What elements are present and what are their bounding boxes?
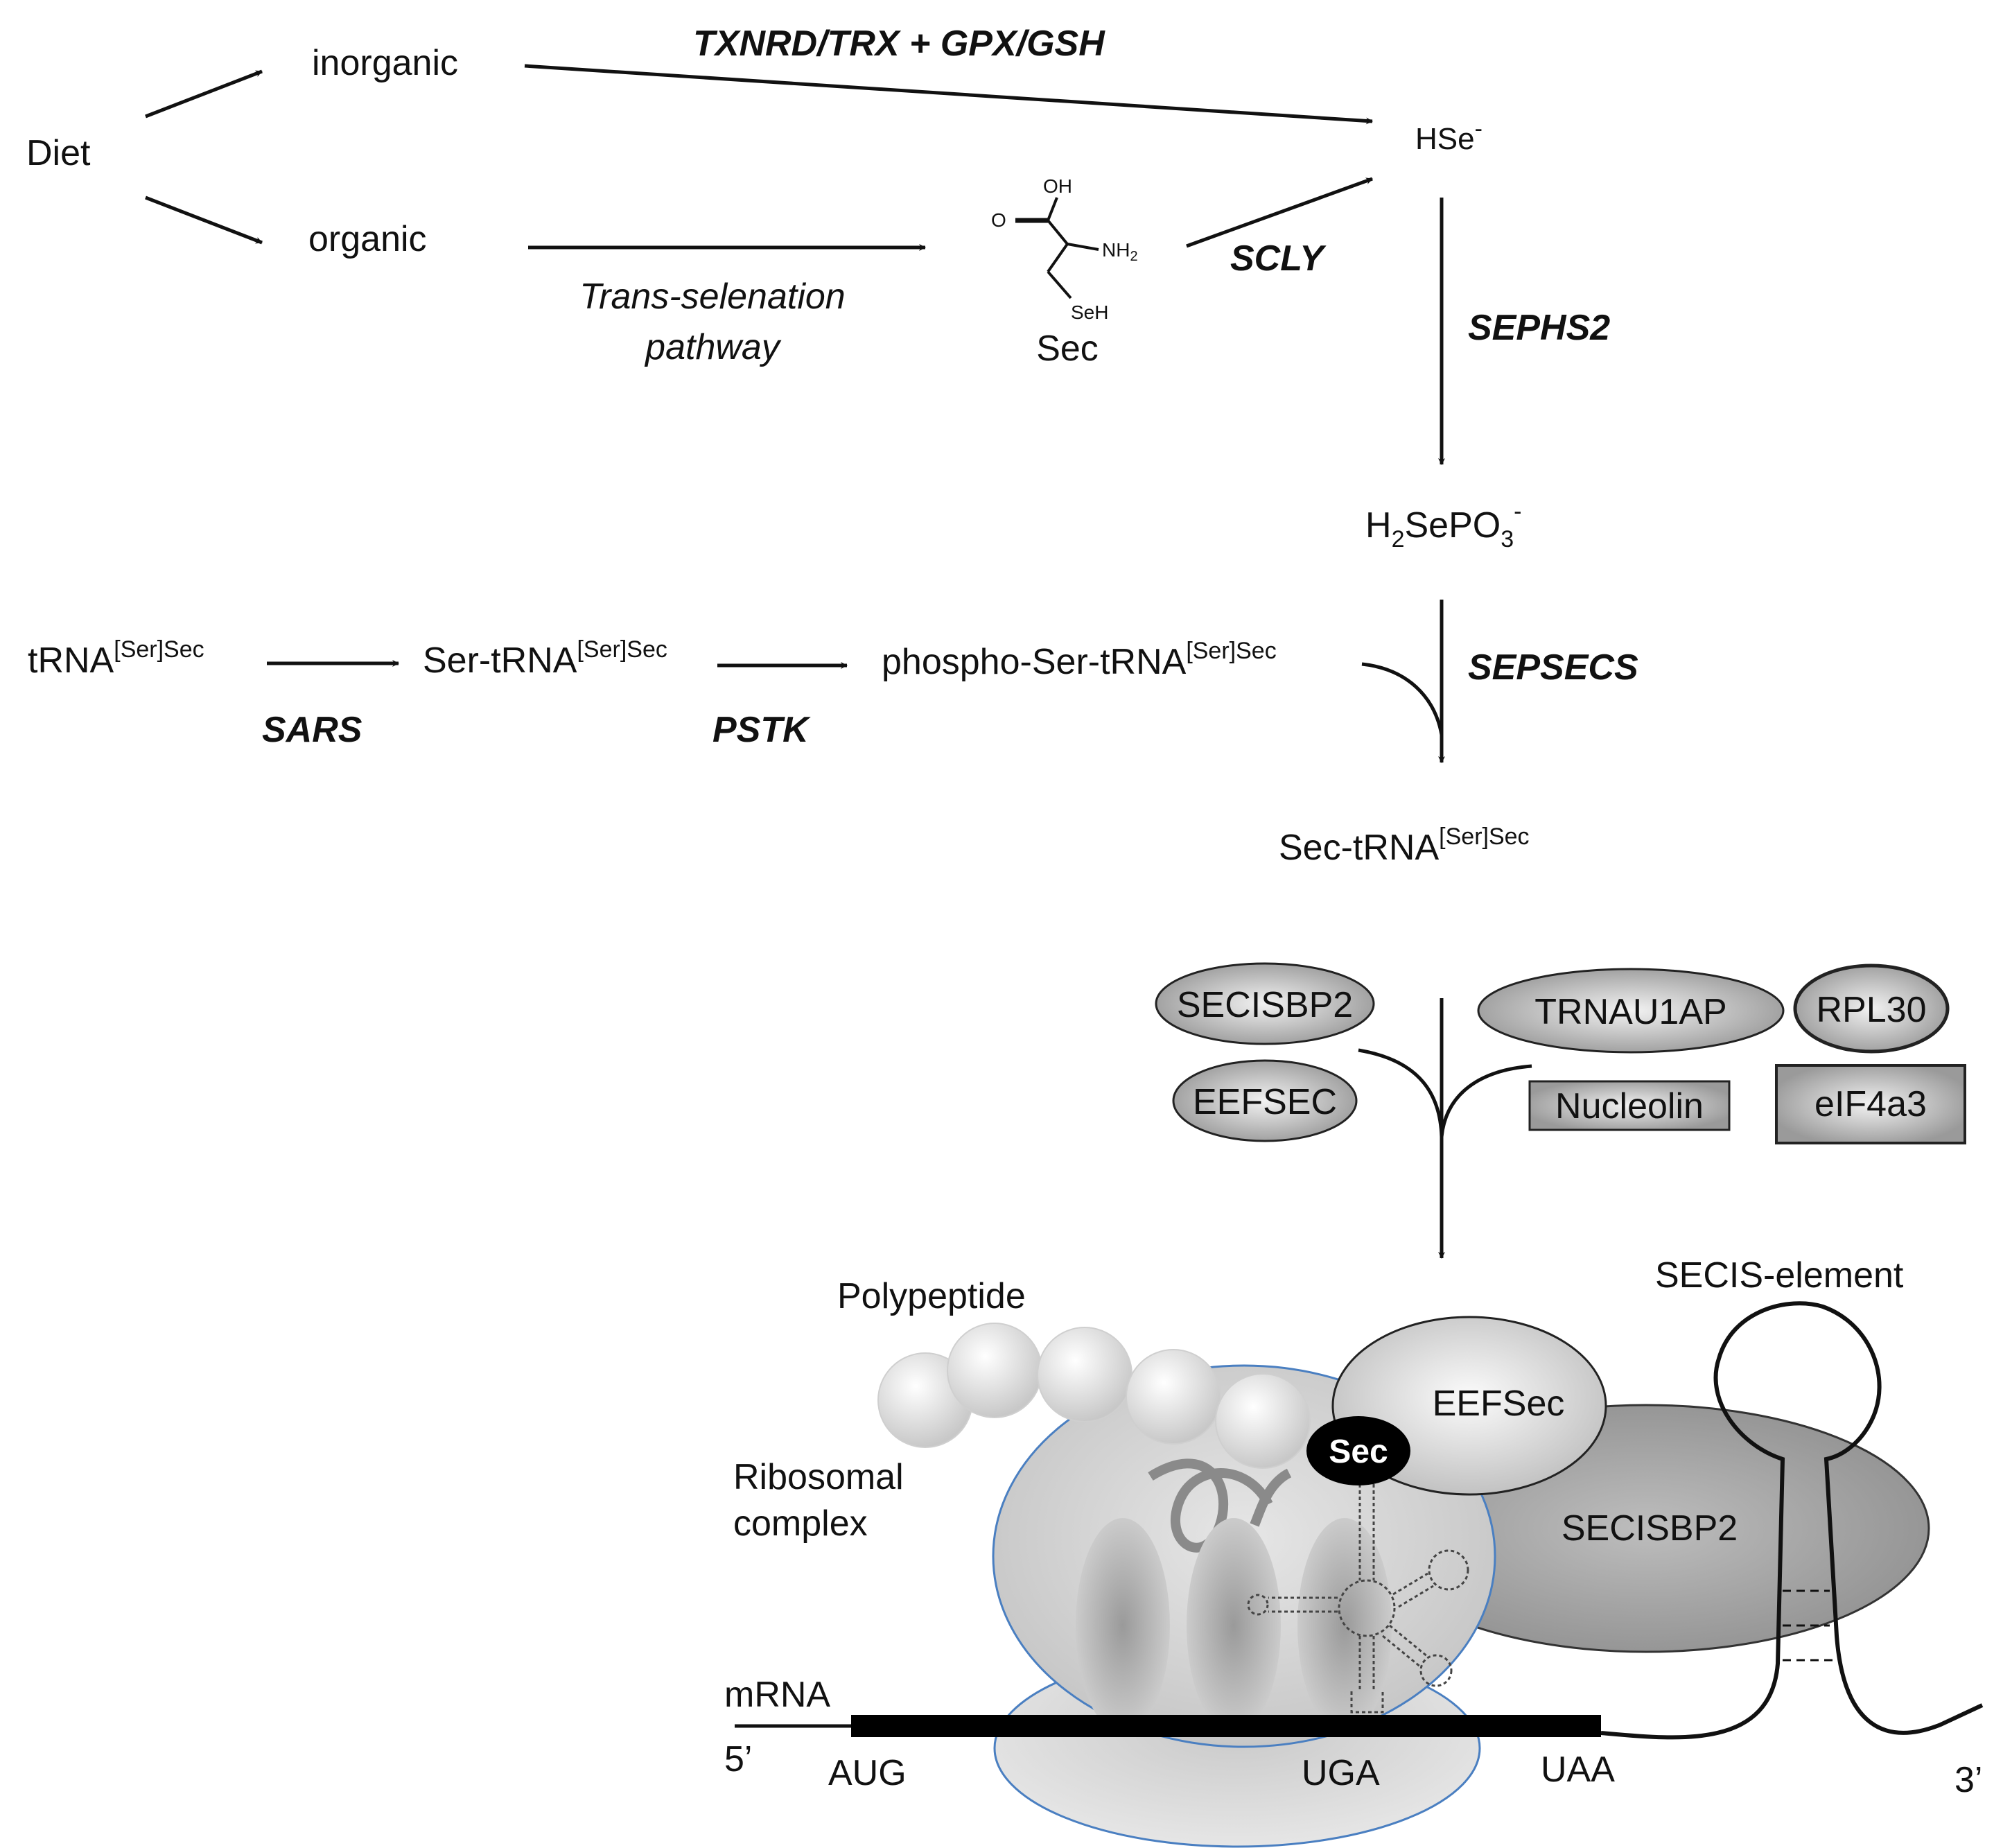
svg-text:TRNAU1AP: TRNAU1AP: [1534, 992, 1726, 1032]
h2sepo3-label: H2SePO3-: [1365, 498, 1521, 552]
enzyme-sars-label: SARS: [262, 710, 362, 750]
arrow-diet-organic: [145, 195, 263, 245]
svg-text:SECISBP2: SECISBP2: [1177, 985, 1353, 1025]
svg-text:Sec: Sec: [1329, 1433, 1388, 1470]
secis-base-pairs: [1783, 1589, 1833, 1662]
polypeptide-ball: [947, 1323, 1042, 1418]
merge-curve-right: [1440, 1064, 1532, 1137]
factor-secisbp2: SECISBP2: [1155, 962, 1375, 1045]
mrna-3prime-secis: [1600, 1301, 1984, 1740]
mrna-label: mRNA: [724, 1675, 830, 1715]
svg-text:RPL30: RPL30: [1817, 990, 1927, 1030]
svg-text:EEFSEC: EEFSEC: [1193, 1082, 1337, 1122]
polypeptide-label: Polypeptide: [837, 1276, 1026, 1316]
svg-text:eIF4a3: eIF4a3: [1814, 1084, 1927, 1124]
diet-label: Diet: [26, 133, 91, 173]
binding-site-a: [1297, 1518, 1392, 1733]
sec-molecule-structure: [1015, 197, 1099, 299]
enzyme-pstk-label: PSTK: [712, 710, 811, 750]
sec-label: Sec: [1036, 329, 1099, 369]
ribosomal-label: Ribosomal: [733, 1457, 904, 1497]
sec-o-label: O: [991, 209, 1006, 231]
enzyme-sepsecs-label: SEPSECS: [1468, 647, 1638, 688]
svg-text:SECISBP2: SECISBP2: [1562, 1508, 1738, 1549]
factor-eif4a3: eIF4a3: [1775, 1064, 1966, 1144]
trna-label: tRNA[Ser]Sec: [28, 636, 204, 681]
arrow-inorganic-hse: [524, 64, 1373, 125]
complex-label: complex: [733, 1503, 868, 1544]
organic-label: organic: [308, 219, 427, 259]
sec-trna-label: Sec-tRNA[Ser]Sec: [1279, 823, 1530, 868]
sec-seh-label: SeH: [1071, 302, 1108, 323]
factor-nucleolin: Nucleolin: [1528, 1080, 1731, 1131]
hse-label: HSe-: [1415, 116, 1483, 156]
binding-site-e: [1076, 1518, 1170, 1733]
polypeptide-ball: [1126, 1349, 1221, 1445]
sec-trna-cloverleaf: [1247, 1459, 1469, 1714]
trna-arm: [1250, 1468, 1292, 1527]
sec-oh-label: OH: [1043, 175, 1072, 197]
polypeptide-ball: [1215, 1373, 1311, 1469]
ribosome-sec-residue: Sec: [1306, 1416, 1410, 1485]
arrow-diet-inorganic: [145, 69, 263, 119]
three-prime-label: 3’: [1954, 1760, 1982, 1800]
polypeptide-ball: [1037, 1327, 1132, 1422]
ser-trna-label: Ser-tRNA[Ser]Sec: [423, 636, 667, 681]
uaa-codon-label: UAA: [1541, 1750, 1615, 1790]
trna-backbone-curve: [1148, 1458, 1273, 1553]
five-prime-label: 5’: [724, 1739, 752, 1779]
svg-text:Nucleolin: Nucleolin: [1555, 1086, 1704, 1126]
phospho-ser-trna-label: phospho-Ser-tRNA[Ser]Sec: [882, 638, 1277, 682]
factor-rpl30: RPL30: [1793, 964, 1950, 1054]
inorganic-label: inorganic: [312, 43, 458, 83]
trans-selenation-label-2: pathway: [644, 327, 782, 367]
aug-codon-label: AUG: [828, 1753, 907, 1793]
binding-site-p: [1187, 1518, 1281, 1733]
mrna-coding-region: [851, 1715, 1601, 1737]
factor-eefsec: EEFSEC: [1172, 1059, 1358, 1142]
uga-codon-label: UGA: [1302, 1753, 1380, 1793]
factor-trnau1ap: TRNAU1AP: [1477, 968, 1785, 1054]
trans-selenation-label-1: Trans-selenation: [579, 277, 845, 317]
arrow-phospho-merge: [1361, 662, 1444, 735]
enzyme-txnrd-label: TXNRD/TRX + GPX/GSH: [693, 24, 1105, 64]
enzyme-scly-label: SCLY: [1230, 238, 1327, 279]
sec-nh2-label: NH2: [1102, 239, 1138, 264]
svg-text:EEFSec: EEFSec: [1433, 1384, 1565, 1424]
merge-curve-left: [1358, 1048, 1444, 1137]
arrow-sec-hse: [1186, 177, 1373, 248]
secis-element-label: SECIS-element: [1655, 1255, 1904, 1296]
enzyme-sephs2-label: SEPHS2: [1468, 308, 1610, 348]
